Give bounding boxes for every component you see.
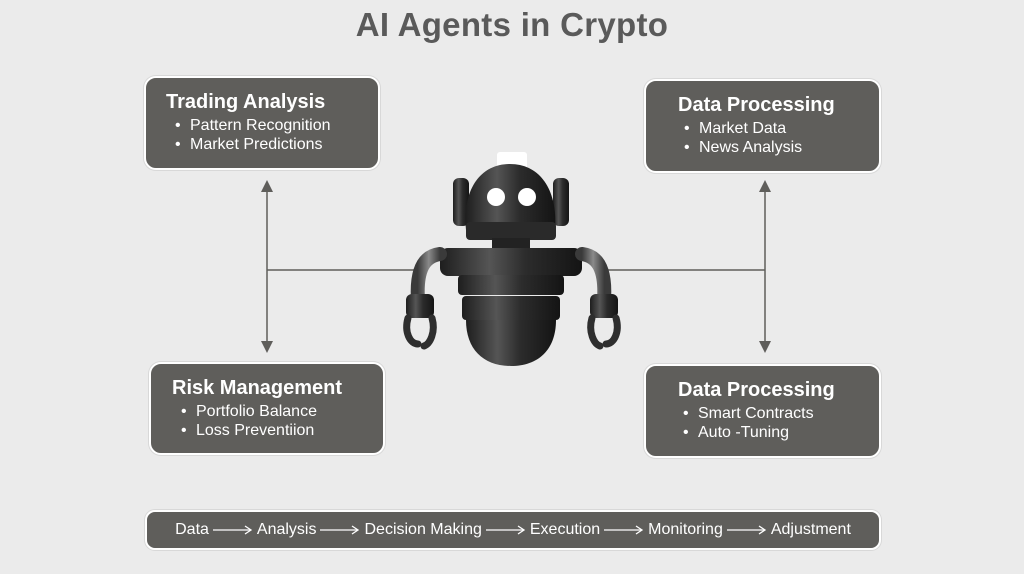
list-item: Pattern Recognition: [175, 116, 378, 135]
card-list: Smart Contracts Auto -Tuning: [678, 404, 879, 442]
long-right-arrow-icon: [604, 525, 644, 535]
process-flow-bar: Data Analysis Decision Making Execution …: [145, 510, 881, 550]
flow-step: Adjustment: [770, 521, 851, 538]
card-list: Market Data News Analysis: [666, 119, 879, 157]
flow-step: Execution: [529, 521, 601, 538]
long-right-arrow-icon: [726, 525, 767, 535]
list-item: Market Data: [684, 119, 879, 138]
list-item: Auto -Tuning: [683, 423, 879, 442]
long-right-arrow-icon: [212, 525, 253, 535]
data-processing-card-top: Data Processing Market Data News Analysi…: [644, 79, 881, 173]
trading-analysis-card: Trading Analysis Pattern Recognition Mar…: [144, 76, 380, 170]
card-list: Pattern Recognition Market Predictions: [166, 116, 378, 154]
flow-step: Decision Making: [364, 521, 482, 538]
card-list: Portfolio Balance Loss Preventiion: [172, 402, 383, 440]
flow-step: Data: [175, 521, 209, 538]
flow-step: Analysis: [256, 521, 317, 538]
long-right-arrow-icon: [320, 525, 360, 535]
list-item: News Analysis: [684, 138, 879, 157]
risk-management-card: Risk Management Portfolio Balance Loss P…: [149, 362, 385, 455]
card-title: Data Processing: [678, 379, 835, 401]
list-item: Market Predictions: [175, 135, 378, 154]
card-title: Trading Analysis: [166, 91, 326, 113]
list-item: Smart Contracts: [683, 404, 879, 423]
card-title: Data Processing: [678, 94, 835, 116]
list-item: Loss Preventiion: [181, 421, 383, 440]
card-title: Risk Management: [172, 377, 343, 399]
page-title: AI Agents in Crypto: [355, 6, 669, 43]
long-right-arrow-icon: [485, 525, 526, 535]
list-item: Portfolio Balance: [181, 402, 383, 421]
data-processing-card-bottom: Data Processing Smart Contracts Auto -Tu…: [644, 364, 881, 458]
flow-step: Monitoring: [648, 521, 723, 538]
